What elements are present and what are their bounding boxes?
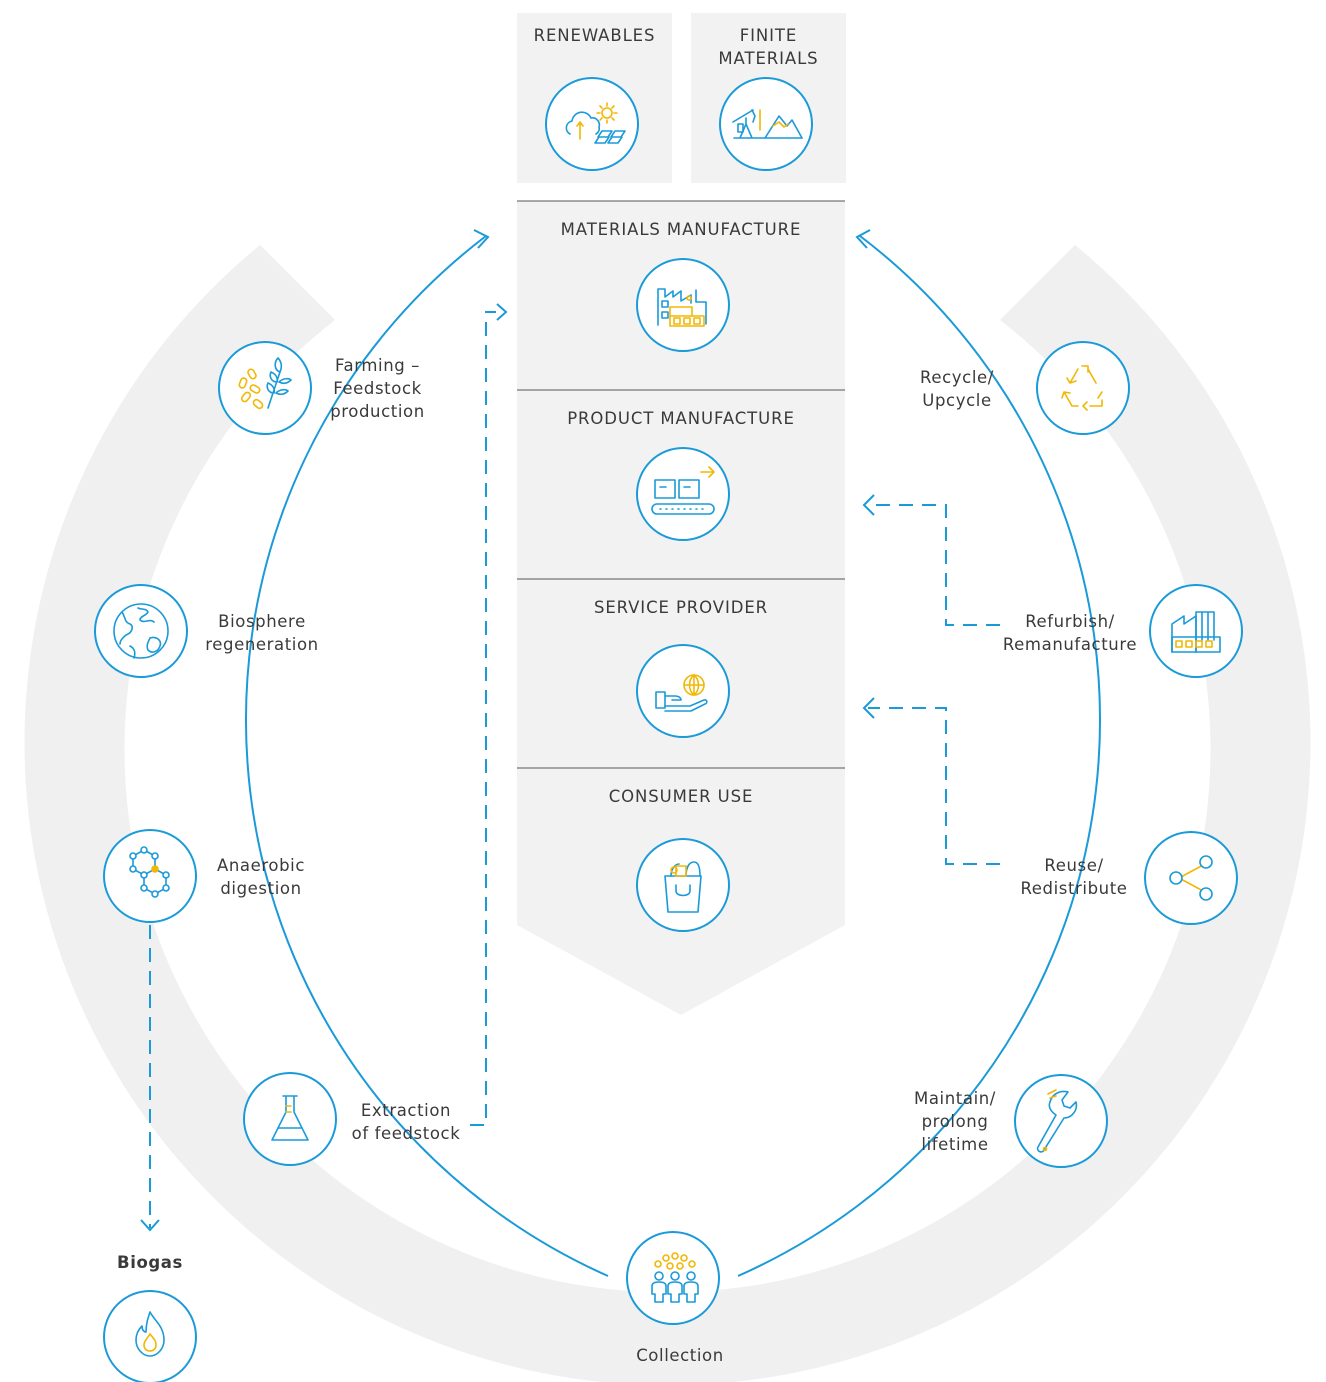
collection-label: Collection: [636, 1346, 724, 1365]
factory-icon: [1171, 611, 1221, 653]
arrow-head: [862, 494, 875, 516]
molecule-icon: [129, 846, 170, 898]
wheat-seeds-icon: [238, 357, 292, 410]
oil-pump-mountain-icon: [732, 109, 803, 139]
collection-icon-circle: [626, 1231, 720, 1325]
refurbish-dashed-flow: [868, 504, 1000, 626]
farming-label: Farming – Feedstock production: [330, 356, 425, 421]
renewables-icon-circle: [545, 77, 639, 171]
refurbish-label: Refurbish/ Remanufacture: [1002, 612, 1138, 654]
product-icon-circle: [636, 447, 730, 541]
renewables-label: RENEWABLES: [533, 26, 656, 45]
finite-materials-label: FINITE MATERIALS: [718, 26, 819, 68]
service-icon-circle: [636, 644, 730, 738]
consumer-icon-circle: [636, 838, 730, 932]
people-icon: [651, 1252, 699, 1303]
arrow-head: [473, 229, 490, 249]
factory-icon: [657, 288, 707, 327]
service-provider-label: SERVICE PROVIDER: [593, 598, 769, 617]
materials-manufacture-label: MATERIALS MANUFACTURE: [560, 220, 802, 239]
flask-icon: [271, 1095, 309, 1141]
arrow-head: [862, 697, 875, 719]
consumer-use-label: CONSUMER USE: [608, 787, 754, 806]
arrow-head: [496, 303, 508, 321]
recycle-icon: [1061, 365, 1103, 411]
farming-icon-circle: [218, 341, 312, 435]
arrow-head: [140, 1219, 160, 1232]
flame-icon: [135, 1311, 165, 1357]
finite-icon-circle: [719, 77, 813, 171]
biogas-label: Biogas: [117, 1253, 183, 1272]
extraction-dashed-flow: [470, 311, 496, 1126]
maintain-label: Maintain/ prolong lifetime: [914, 1089, 996, 1154]
conveyor-boxes-icon: [651, 466, 715, 515]
product-manufacture-label: PRODUCT MANUFACTURE: [567, 409, 795, 428]
biological-cycle-arc: [245, 235, 609, 1277]
cloud-sun-solar-icon: [565, 102, 626, 144]
recycle-label: Recycle/ Upcycle: [920, 368, 994, 410]
materials-icon-circle: [636, 258, 730, 352]
arrow-head: [855, 229, 871, 249]
maintain-icon-circle: [1014, 1074, 1108, 1168]
extraction-icon-circle: [243, 1072, 337, 1166]
value-chain-column: [517, 201, 845, 1015]
globe-icon: [113, 603, 169, 659]
biogas-icon-circle: [103, 1290, 197, 1382]
wrench-icon: [1036, 1089, 1078, 1153]
background-band: [24, 245, 1311, 1382]
extraction-label: Extraction of feedstock: [351, 1101, 461, 1143]
hand-globe-icon: [655, 674, 708, 712]
share-icon: [1169, 855, 1213, 901]
anaerobic-icon-circle: [103, 829, 197, 923]
recycle-icon-circle: [1036, 341, 1130, 435]
anaerobic-label: Anaerobic digestion: [216, 856, 306, 898]
technical-cycle-arc: [737, 235, 1101, 1277]
biosphere-label: Biosphere regeneration: [205, 612, 319, 654]
reuse-dashed-flow: [868, 707, 1000, 865]
shopping-bag-icon: [664, 861, 702, 913]
reuse-label: Reuse/ Redistribute: [1020, 856, 1128, 898]
biosphere-icon-circle: [94, 584, 188, 678]
reuse-icon-circle: [1144, 831, 1238, 925]
